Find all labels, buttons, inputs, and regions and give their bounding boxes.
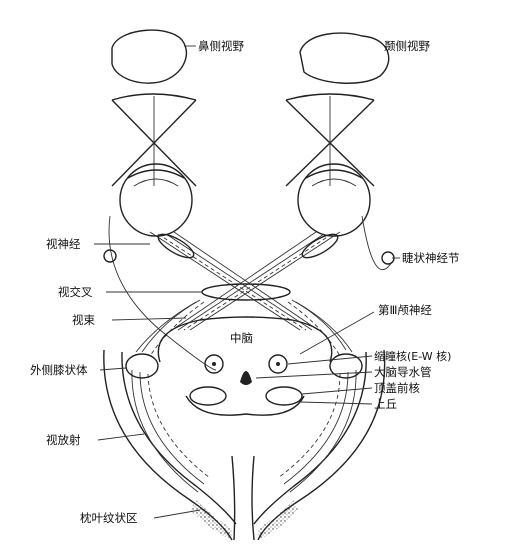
right-eye: [297, 163, 371, 237]
leader-lines: [94, 45, 400, 519]
label-optic-nerve: 视神经: [46, 237, 81, 251]
left-pretectal: [189, 386, 227, 406]
left-ciliary-ganglion: [103, 249, 117, 263]
left-visual-cone: [111, 93, 197, 187]
striate-area-left: [190, 500, 232, 540]
label-pretectal-nucleus: 顶盖前核: [374, 381, 420, 395]
optic-nerve-sheath-left: [157, 233, 195, 259]
label-oculomotor-nerve: 第Ⅲ颅神经: [378, 303, 432, 317]
striate-area-right: [258, 500, 298, 540]
right-visual-cone: [285, 93, 375, 187]
nasal-field-blob: [111, 29, 187, 84]
left-oculomotor-fiber: [108, 215, 217, 371]
label-ew-nucleus: 缩瞳核(E-W 核): [374, 349, 451, 363]
optic-nerve-fibers: [149, 231, 341, 331]
label-aqueduct: 大脑导水管: [374, 365, 432, 379]
brain-outline: [103, 316, 386, 541]
label-ciliary-ganglion: 睫状神经节: [402, 251, 460, 265]
right-lgn: [329, 353, 363, 379]
optic-radiation-fibers: [131, 369, 357, 493]
optic-nerve-sheath-right: [301, 233, 339, 259]
label-optic-chiasm: 视交叉: [58, 285, 93, 299]
label-optic-tract: 视束: [72, 313, 95, 327]
temporal-field-blob: [299, 32, 390, 84]
label-midbrain: 中脑: [230, 331, 253, 345]
label-temporal-field: 颞侧视野: [384, 39, 430, 53]
label-superior-colliculus: 上丘: [374, 397, 397, 411]
left-lgn: [125, 353, 159, 379]
label-striate-area: 枕叶纹状区: [80, 511, 138, 525]
right-pretectal: [265, 386, 303, 406]
left-ew-nucleus: [204, 354, 224, 374]
label-optic-radiation: 视放射: [46, 433, 81, 447]
left-eye: [119, 163, 193, 237]
label-lateral-geniculate: 外侧膝状体: [30, 363, 88, 377]
right-ew-nucleus: [268, 354, 288, 374]
right-ciliary-fiber: [361, 215, 393, 271]
cerebral-aqueduct: [240, 371, 252, 385]
label-nasal-field: 鼻侧视野: [198, 39, 244, 53]
optic-tracts: [135, 299, 353, 357]
